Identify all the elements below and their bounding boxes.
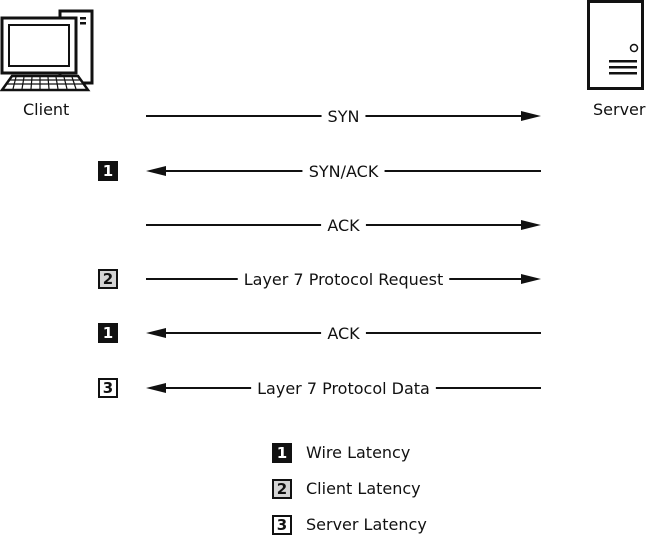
arrowhead — [521, 111, 541, 121]
latency-badge: 3 — [98, 378, 118, 398]
legend-label: Client Latency — [306, 479, 421, 498]
legend-badge: 1 — [272, 443, 292, 463]
latency-badge: 2 — [98, 269, 118, 289]
arrowhead — [521, 220, 541, 230]
latency-badge: 1 — [98, 161, 118, 181]
message-label: Layer 7 Protocol Request — [244, 270, 444, 289]
arrowhead — [521, 274, 541, 284]
message-arrow: ACK — [146, 324, 541, 343]
legend-badge: 3 — [272, 515, 292, 535]
legend-badge: 2 — [272, 479, 292, 499]
message-label: SYN/ACK — [309, 162, 379, 181]
server-icon — [587, 0, 644, 90]
message-arrow: Layer 7 Protocol Data — [146, 379, 541, 398]
legend-label: Server Latency — [306, 515, 427, 534]
message-label: Layer 7 Protocol Data — [257, 379, 430, 398]
latency-badge: 1 — [98, 323, 118, 343]
arrowhead — [146, 383, 166, 393]
message-label: SYN — [328, 107, 360, 126]
message-arrow: Layer 7 Protocol Request — [146, 270, 541, 289]
legend-label: Wire Latency — [306, 443, 411, 462]
message-arrow: SYN/ACK — [146, 162, 541, 181]
message-arrow: SYN — [146, 107, 541, 126]
message-label: ACK — [327, 216, 360, 235]
server-label: Server — [593, 100, 646, 119]
arrowhead — [146, 166, 166, 176]
message-label: ACK — [327, 324, 360, 343]
message-arrow: ACK — [146, 216, 541, 235]
arrowhead — [146, 328, 166, 338]
client-label: Client — [23, 100, 70, 119]
computer-icon — [0, 9, 94, 92]
